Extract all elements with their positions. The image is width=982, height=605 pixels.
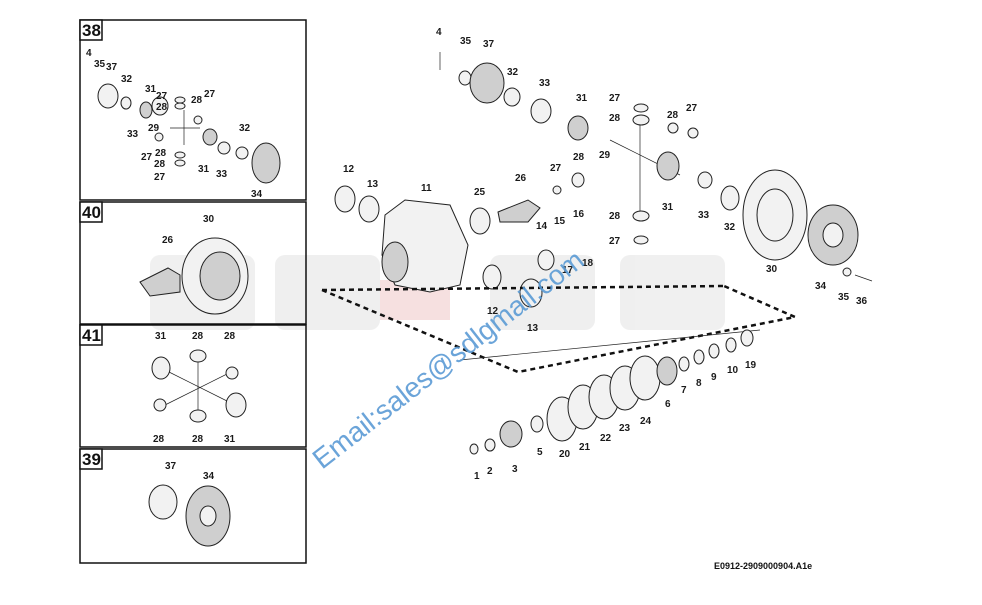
part-callout-label: 32 — [507, 67, 519, 78]
part-callout-label: 28 — [609, 211, 621, 222]
part-callout-label: 29 — [599, 150, 611, 161]
inset-panel-38: 38 4 35 37 32 33 31 27 28 29 28 27 28 27… — [79, 19, 307, 201]
part-callout-label: 18 — [582, 258, 594, 269]
inset-panel-39: 39 37 34 — [79, 448, 307, 564]
inset-panel-41: 41 31 28 28 28 28 31 — [79, 324, 307, 448]
part-callout-label: 14 — [536, 221, 548, 232]
part-callout-label: 28 — [156, 102, 168, 113]
diagram-code: E0912-2909000904.A1e — [714, 561, 812, 571]
inset-panel-40: 40 26 30 — [79, 201, 307, 325]
part-callout-label: 37 — [165, 461, 177, 472]
part-callout-label: 31 — [662, 202, 674, 213]
part-callout-label: 6 — [665, 399, 671, 410]
part-callout-label: 8 — [696, 378, 702, 389]
part-callout-label: 19 — [745, 360, 757, 371]
part-callout-label: 34 — [203, 471, 215, 482]
part-callout-label: 35 — [838, 292, 850, 303]
part-callout-label: 28 — [192, 434, 204, 445]
part-callout-label: 27 — [686, 103, 698, 114]
part-callout-label: 20 — [559, 449, 571, 460]
part-callout-label: 28 — [155, 148, 167, 159]
part-callout-label: 27 — [141, 152, 153, 163]
part-callout-label: 24 — [640, 416, 652, 427]
part-callout-label: 17 — [562, 265, 574, 276]
part-callout-label: 12 — [487, 306, 499, 317]
inset-number-40: 40 — [82, 203, 101, 222]
inset-number-39: 39 — [82, 450, 101, 469]
part-callout-label: 28 — [609, 113, 621, 124]
part-callout-label: 4 — [436, 27, 442, 38]
part-callout-label: 31 — [155, 331, 167, 342]
part-callout-label: 28 — [153, 434, 165, 445]
part-callout-label: 23 — [619, 423, 631, 434]
part-callout-label: 4 — [86, 48, 92, 59]
part-callout-label: 26 — [162, 235, 174, 246]
part-callout-label: 33 — [698, 210, 710, 221]
part-callout-label: 33 — [127, 129, 139, 140]
part-callout-label: 30 — [203, 214, 215, 225]
part-callout-label: 3 — [512, 464, 518, 475]
part-callout-label: 27 — [154, 172, 166, 183]
part-callout-label: 22 — [600, 433, 612, 444]
part-callout-label: 31 — [198, 164, 210, 175]
part-callout-label: 28 — [192, 331, 204, 342]
part-callout-label: 16 — [573, 209, 585, 220]
part-callout-label: 37 — [106, 62, 118, 73]
part-callout-label: 32 — [121, 74, 133, 85]
part-callout-label: 33 — [539, 78, 551, 89]
part-callout-label: 28 — [191, 95, 203, 106]
brand-watermark — [150, 255, 725, 330]
part-callout-label: 27 — [156, 91, 168, 102]
part-callout-label: 34 — [815, 281, 827, 292]
part-callout-label: 32 — [724, 222, 736, 233]
part-callout-label: 13 — [527, 323, 539, 334]
part-callout-label: 30 — [766, 264, 778, 275]
part-callout-label: 1 — [474, 471, 480, 482]
part-callout-label: 11 — [421, 183, 432, 194]
part-callout-label: 12 — [343, 164, 355, 175]
part-callout-label: 10 — [727, 365, 739, 376]
part-callout-label: 37 — [483, 39, 495, 50]
part-callout-label: 26 — [515, 173, 527, 184]
part-callout-label: 31 — [224, 434, 236, 445]
part-callout-label: 28 — [224, 331, 236, 342]
part-callout-label: 27 — [609, 93, 621, 104]
part-callout-label: 28 — [667, 110, 679, 121]
part-callout-label: 13 — [367, 179, 379, 190]
part-callout-label: 33 — [216, 169, 228, 180]
part-callout-label: 25 — [474, 187, 486, 198]
part-callout-label: 9 — [711, 372, 717, 383]
part-callout-label: 36 — [856, 296, 868, 307]
inset-number-38: 38 — [82, 21, 101, 40]
part-callout-label: 31 — [576, 93, 588, 104]
part-callout-label: 7 — [681, 385, 687, 396]
part-callout-label: 28 — [573, 152, 585, 163]
part-callout-label: 34 — [251, 189, 263, 200]
part-callout-label: 27 — [550, 163, 562, 174]
inset-number-41: 41 — [82, 326, 101, 345]
part-callout-label: 5 — [537, 447, 543, 458]
part-callout-label: 2 — [487, 466, 493, 477]
part-callout-label: 21 — [579, 442, 591, 453]
part-callout-label: 27 — [609, 236, 621, 247]
part-callout-label: 35 — [94, 59, 106, 70]
main-exploded-view: 4 35 37 32 33 31 27 28 28 27 29 27 28 12… — [321, 27, 873, 482]
part-callout-label: 35 — [460, 36, 472, 47]
part-callout-label: 15 — [554, 216, 566, 227]
part-callout-label: 32 — [239, 123, 251, 134]
part-callout-label: 27 — [204, 89, 216, 100]
part-callout-label: 31 — [145, 84, 157, 95]
part-callout-label: 28 — [154, 159, 166, 170]
part-callout-label: 29 — [148, 123, 160, 134]
